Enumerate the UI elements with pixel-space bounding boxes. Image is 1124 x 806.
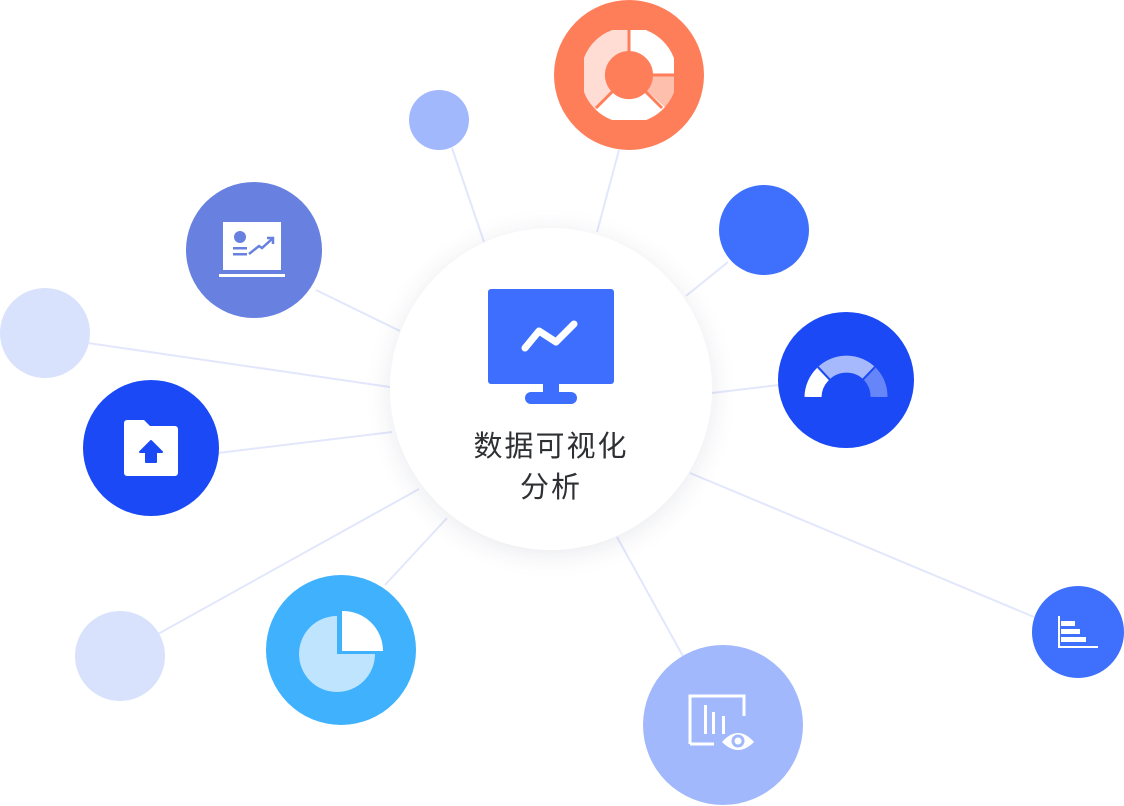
bar-chart-view-node: [643, 645, 803, 805]
connector-line: [689, 472, 1035, 618]
connector-line: [384, 517, 448, 586]
connector-line: [596, 149, 620, 233]
report-trend-icon: [219, 222, 285, 277]
connector-line: [685, 261, 729, 297]
connector-line: [616, 536, 685, 659]
hub-title-line1: 数据可视化: [473, 429, 629, 463]
gauge-node: [778, 312, 914, 448]
horizontal-bar-chart-icon: [1058, 616, 1098, 648]
connector-line: [711, 384, 780, 394]
donut-chart-icon: [584, 30, 674, 120]
gauge-icon: [804, 355, 888, 405]
monitor-trend-icon: [488, 289, 614, 404]
connector-line: [451, 147, 485, 243]
medium-dot-right: [719, 185, 809, 275]
bar-chart-eye-icon: [688, 694, 754, 750]
center-hub: 数据可视化 分析: [390, 228, 712, 550]
pie-chart-node: [266, 575, 416, 725]
donut-chart-node: [554, 0, 704, 150]
hub-title-line2: 分析: [519, 470, 582, 504]
pie-chart-icon: [299, 610, 383, 692]
medium-dot-left: [0, 288, 90, 378]
folder-upload-node: [83, 380, 219, 516]
connector-line: [87, 342, 391, 388]
small-dot-top: [409, 90, 469, 150]
medium-dot-bottom: [75, 611, 165, 701]
folder-upload-icon: [124, 420, 178, 476]
report-trend-node: [186, 182, 322, 318]
connector-line: [315, 289, 401, 332]
connector-line: [217, 431, 393, 454]
connector-line: [157, 488, 420, 635]
horizontal-bar-chart-node: [1032, 586, 1124, 678]
hub-title: 数据可视化 分析: [473, 426, 628, 508]
